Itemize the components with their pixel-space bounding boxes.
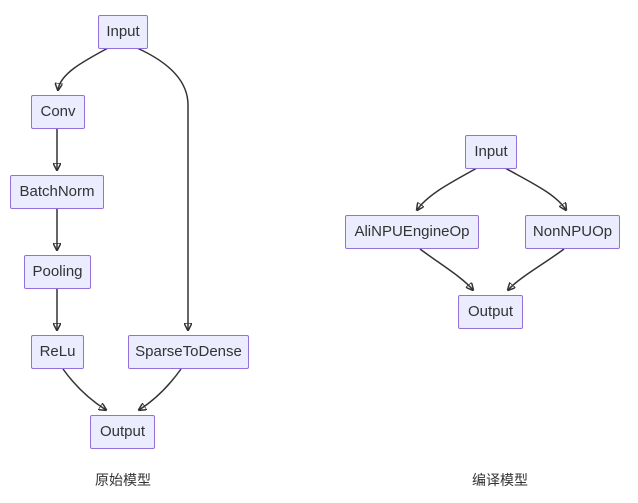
edge-input-conv [58, 47, 109, 90]
node-relu: ReLu [31, 335, 84, 369]
edge-alinpuengineop-output [419, 248, 473, 290]
node-input-original: Input [98, 15, 148, 49]
node-input-compiled: Input [465, 135, 517, 169]
node-alinpuengineop: AliNPUEngineOp [345, 215, 479, 249]
diagram-title-original: 原始模型 [95, 472, 151, 488]
edge-sparsetodense-output [139, 368, 182, 410]
node-output-original: Output [90, 415, 155, 449]
node-nonnpuop: NonNPUOp [525, 215, 620, 249]
edge-nonnpuop-output [508, 248, 565, 290]
node-batchnorm: BatchNorm [10, 175, 104, 209]
node-pooling: Pooling [24, 255, 91, 289]
edge-input-alinpuengineop [417, 167, 478, 210]
edge-input-nonnpuop [504, 167, 566, 210]
edge-relu-output [62, 368, 106, 410]
edge-input-sparsetodense [136, 47, 188, 330]
node-conv: Conv [31, 95, 85, 129]
diagram-title-compiled: 编译模型 [472, 472, 528, 488]
node-output-compiled: Output [458, 295, 523, 329]
node-sparsetodense: SparseToDense [128, 335, 249, 369]
